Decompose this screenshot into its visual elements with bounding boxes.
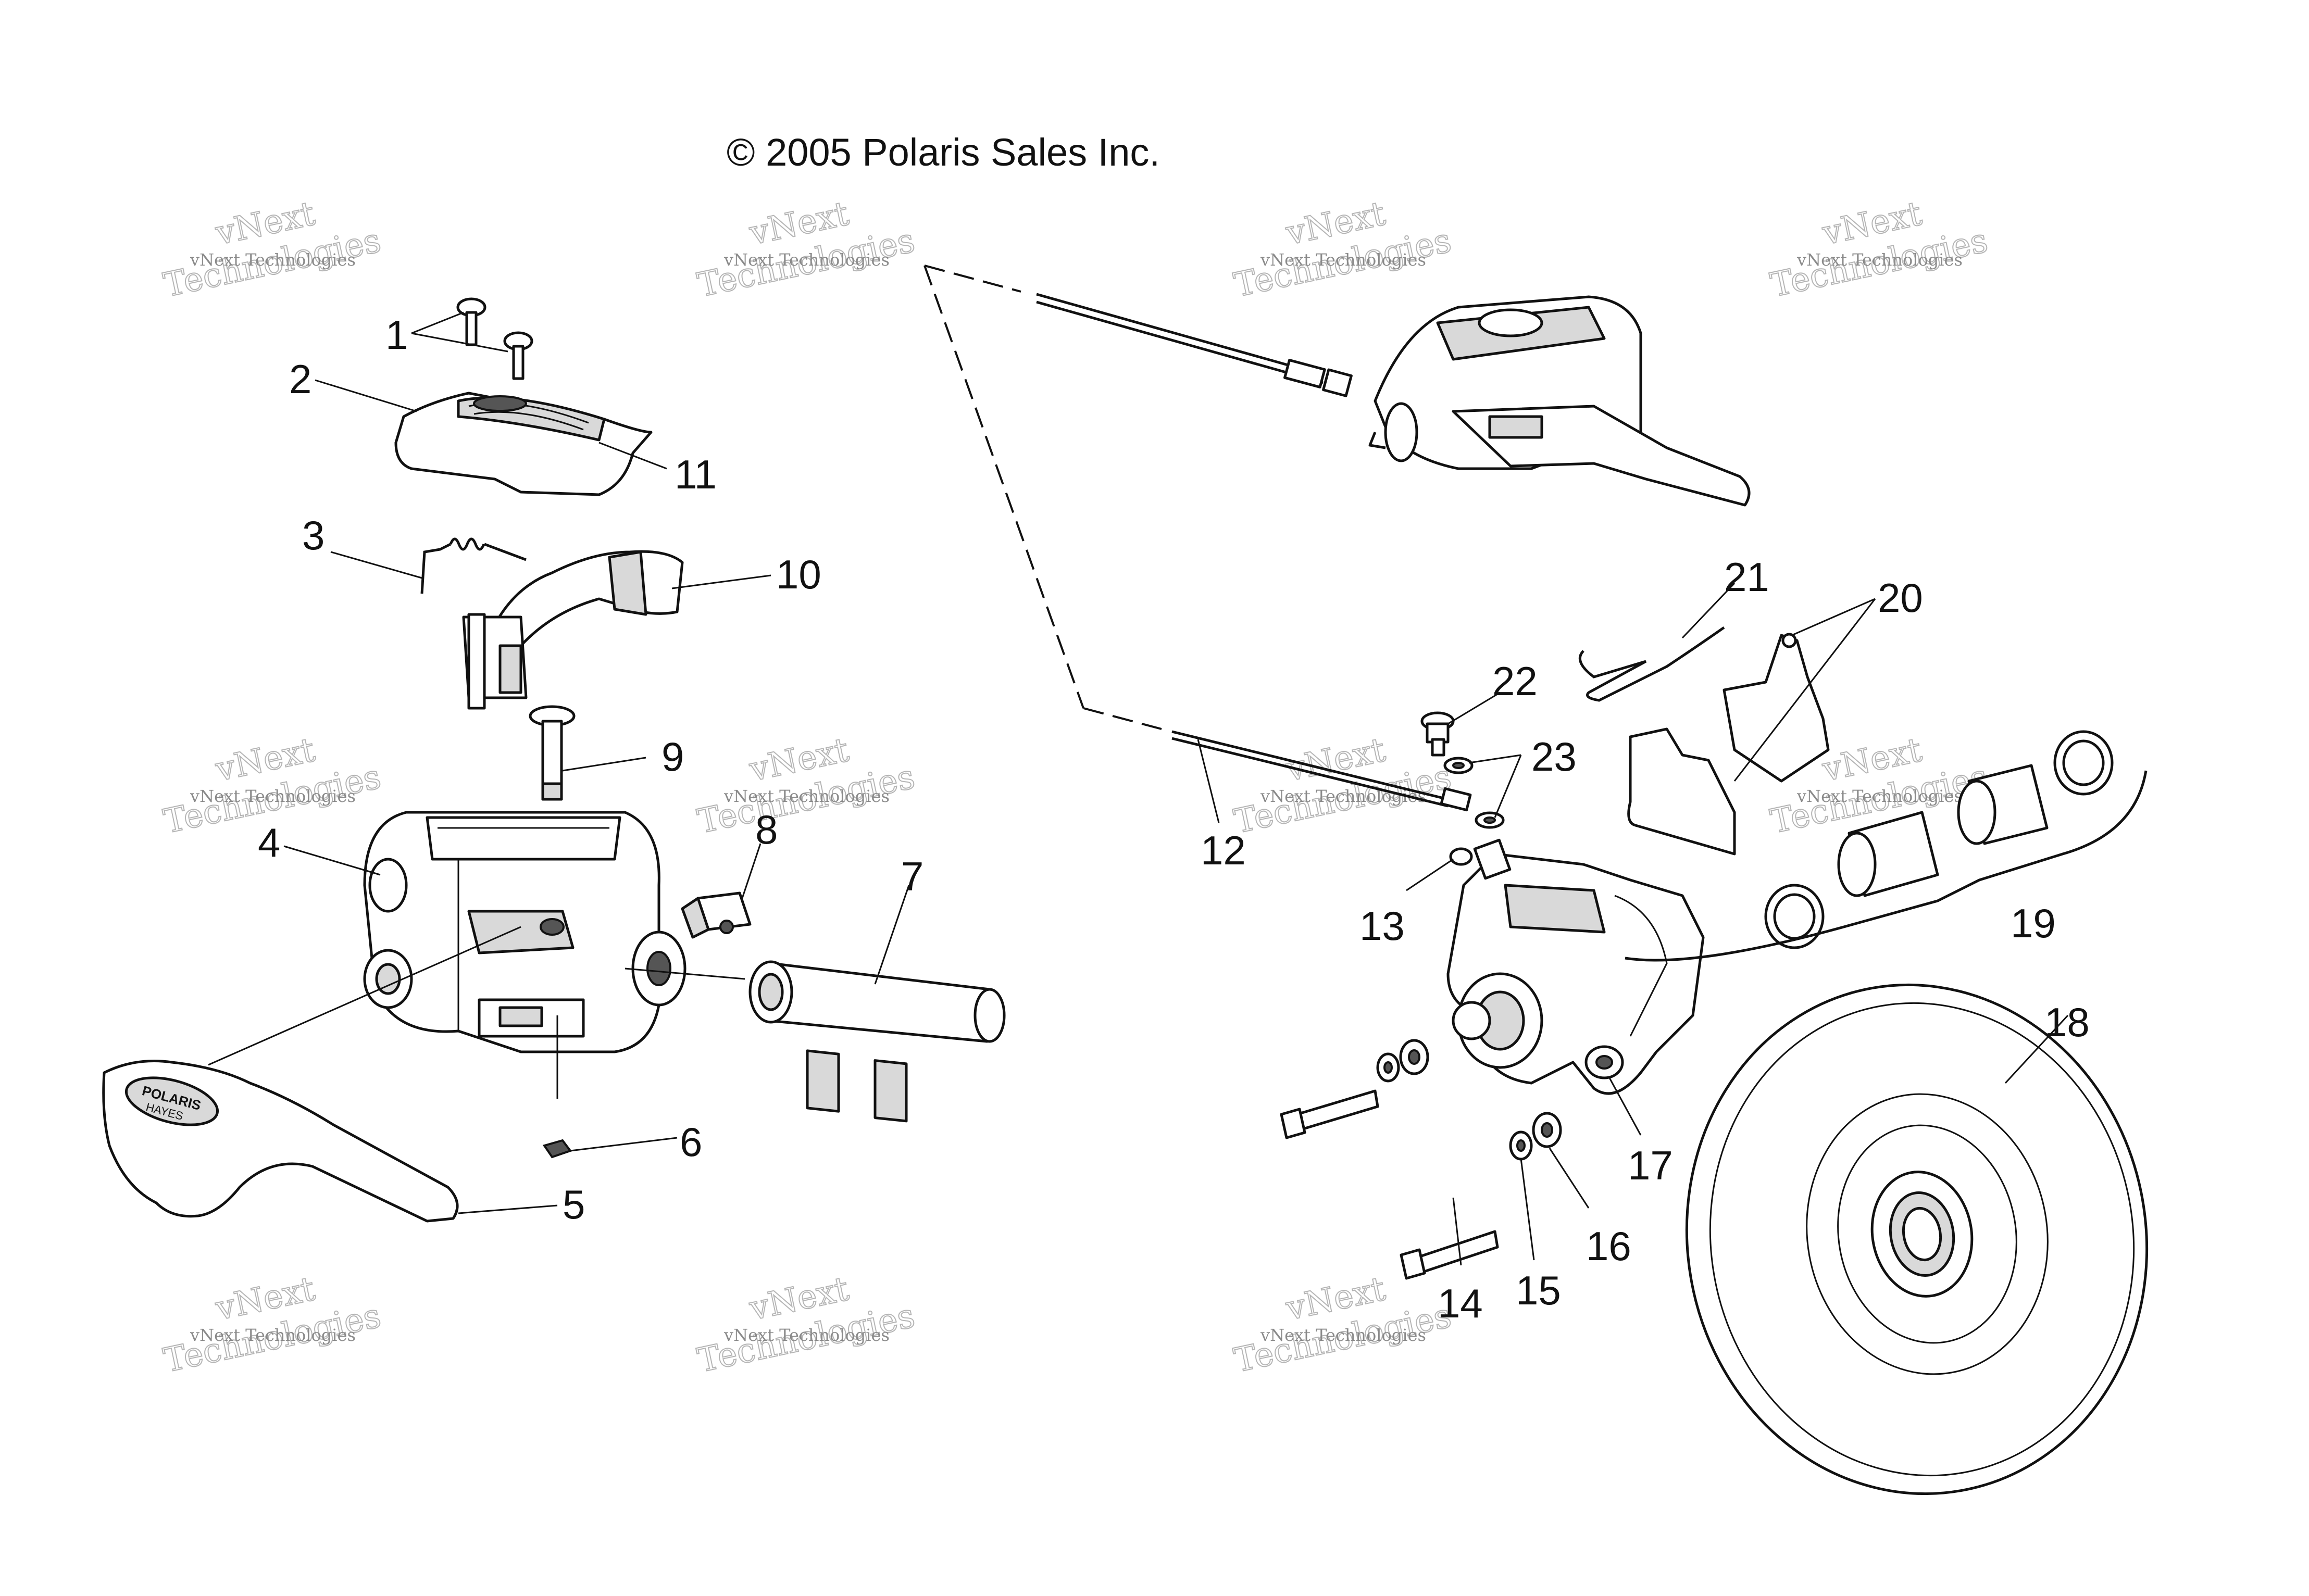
part-9-pivot-pin xyxy=(529,705,576,801)
callout-5: 5 xyxy=(563,1182,585,1227)
watermark: vNext Technologies vNext Technologies xyxy=(694,194,919,305)
part-18-brake-rotor xyxy=(1685,983,2149,1496)
callout-3: 3 xyxy=(302,512,324,558)
callout-2: 2 xyxy=(289,356,311,402)
callout-4: 4 xyxy=(258,820,280,865)
part-19-pistons-seals xyxy=(1625,730,2148,962)
leader-lines xyxy=(283,311,2069,1266)
watermark: vNext Technologies vNext Technologies xyxy=(1230,194,1455,305)
watermark: vNext Technologies vNext Technologies xyxy=(1230,730,1455,841)
callout-14: 14 xyxy=(1438,1280,1483,1326)
watermark: vNext Technologies vNext Technologies xyxy=(694,1269,919,1380)
watermark: vNext Technologies vNext Technologies xyxy=(1230,1269,1455,1380)
callouts: 1 2 11 3 10 9 4 8 7 6 5 12 13 22 23 21 2… xyxy=(258,312,2090,1326)
svg-text:vNext Technologies: vNext Technologies xyxy=(190,1325,356,1345)
svg-text:vNext Technologies: vNext Technologies xyxy=(1260,1325,1426,1345)
callout-23: 23 xyxy=(1531,734,1577,780)
callout-13: 13 xyxy=(1359,903,1405,949)
part-14-bolts xyxy=(1280,1089,1499,1280)
watermark: vNext Technologies vNext Technologies xyxy=(1767,194,1992,305)
callout-11: 11 xyxy=(675,451,717,497)
part-16-washers xyxy=(1399,1039,1562,1148)
svg-text:vNext Technologies: vNext Technologies xyxy=(723,250,890,270)
callout-10: 10 xyxy=(776,551,821,597)
part-20-brake-pads xyxy=(1627,633,1830,856)
callout-22: 22 xyxy=(1492,658,1538,704)
part-7-grip xyxy=(748,960,1006,1123)
part-5-brake-lever: POLARIS HAYES xyxy=(102,1060,459,1223)
svg-text:vNext Technologies: vNext Technologies xyxy=(190,250,356,270)
part-17-caliper xyxy=(1446,838,1705,1095)
svg-text:vNext Technologies: vNext Technologies xyxy=(1796,786,1963,806)
callout-21: 21 xyxy=(1724,554,1769,600)
callout-6: 6 xyxy=(680,1119,702,1165)
callout-18: 18 xyxy=(2044,999,2090,1045)
callout-12: 12 xyxy=(1201,827,1246,873)
callout-7: 7 xyxy=(901,853,923,899)
svg-text:vNext Technologies: vNext Technologies xyxy=(1260,250,1426,270)
part-1-screws xyxy=(456,297,533,380)
part-3-spring xyxy=(420,537,527,594)
callout-19: 19 xyxy=(2011,900,2056,946)
part-21-pad-pin xyxy=(1578,626,1725,702)
callout-8: 8 xyxy=(755,807,778,852)
watermark: vNext Technologies vNext Technologies xyxy=(160,194,385,305)
assembled-master-cylinder xyxy=(1368,295,1751,507)
svg-text:vNext Technologies: vNext Technologies xyxy=(723,1325,890,1345)
part-23-washers xyxy=(1443,757,1505,829)
part-22-bleeder xyxy=(1420,711,1455,757)
part-12-brake-line xyxy=(923,265,1472,812)
part-6-clip xyxy=(542,1139,572,1159)
part-4-master-cylinder-body xyxy=(363,811,687,1053)
svg-text:vNext Technologies: vNext Technologies xyxy=(723,786,890,806)
watermark: vNext Technologies vNext Technologies xyxy=(694,730,919,841)
callout-15: 15 xyxy=(1516,1267,1561,1313)
part-10-pivot-arm xyxy=(462,550,684,710)
callout-20: 20 xyxy=(1878,575,1923,621)
svg-text:vNext Technologies: vNext Technologies xyxy=(190,786,356,806)
callout-16: 16 xyxy=(1586,1223,1631,1269)
svg-text:vNext Technologies: vNext Technologies xyxy=(1260,786,1426,806)
copyright-notice: © 2005 Polaris Sales Inc. xyxy=(727,131,1160,174)
watermark: vNext Technologies vNext Technologies xyxy=(160,1269,385,1380)
part-8-switch xyxy=(681,891,752,939)
callout-9: 9 xyxy=(662,734,684,780)
callout-17: 17 xyxy=(1628,1142,1673,1188)
part-2-reservoir-cover xyxy=(394,392,653,496)
svg-text:vNext Technologies: vNext Technologies xyxy=(1796,250,1963,270)
callout-1: 1 xyxy=(385,312,408,358)
